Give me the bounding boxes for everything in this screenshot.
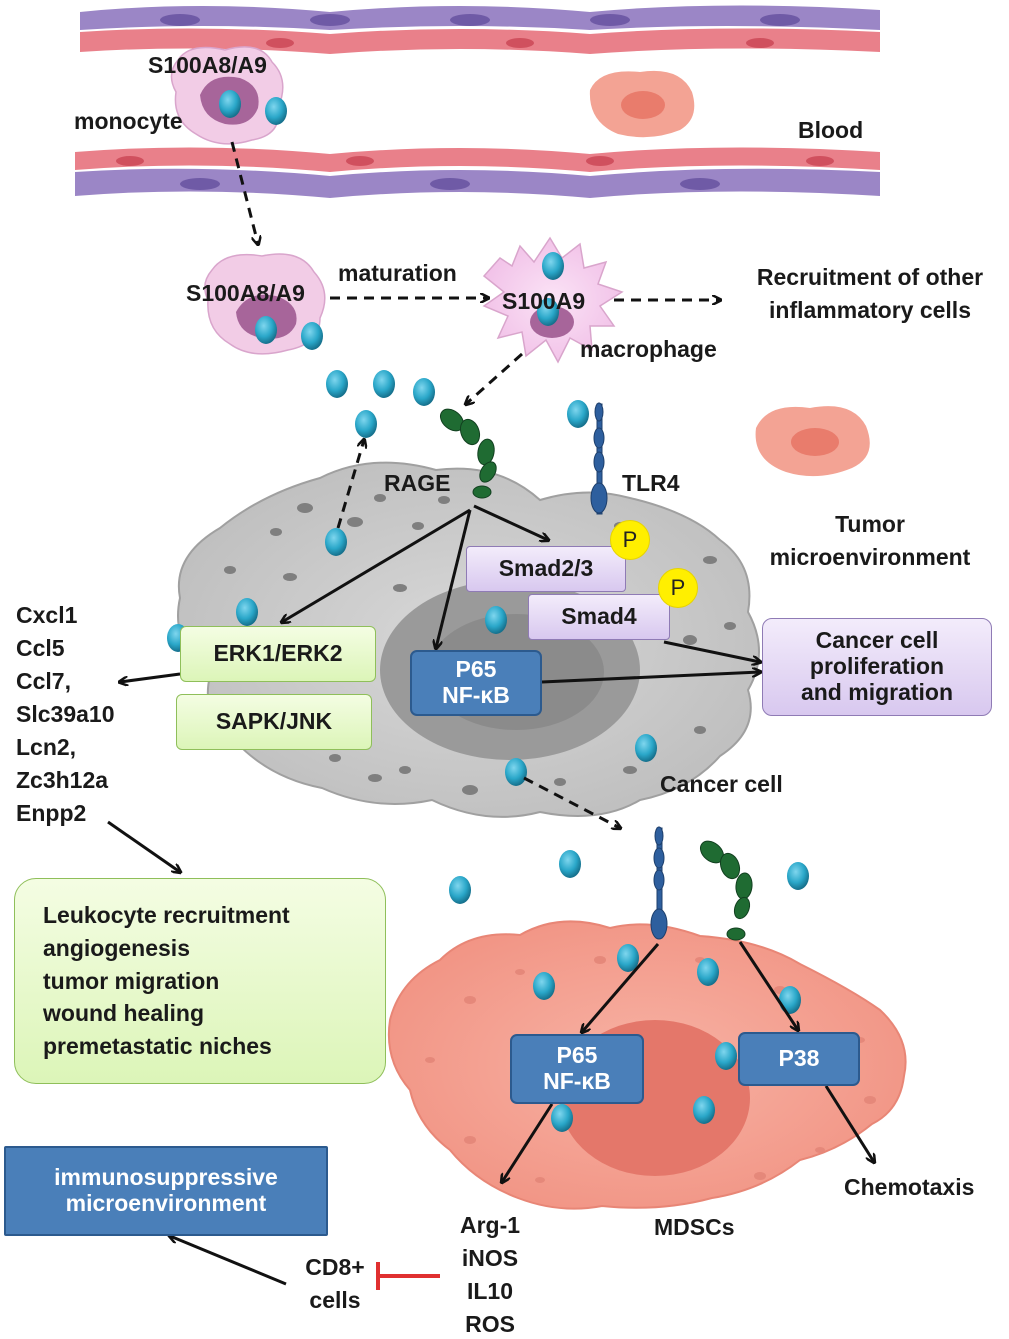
effect-item: Leukocyte recruitment: [43, 902, 290, 929]
smad4-label: Smad4: [561, 603, 637, 630]
arrow-erk-to-genes: [120, 672, 181, 682]
cd8-label-line2: cells: [309, 1287, 361, 1313]
tlr4-receptor-cancer: [590, 402, 608, 515]
smad4-box: Smad4: [528, 594, 670, 640]
maturation-label: maturation: [338, 260, 457, 286]
blood-label: Blood: [798, 117, 864, 143]
cancer-cell-label: Cancer cell: [660, 771, 783, 797]
phospho-label: P: [670, 575, 686, 600]
arrow-p65-to-prolif: [541, 672, 760, 684]
blood-vessel-top-wall: [80, 5, 880, 54]
arrow-p38-to-chemotaxis: [824, 1085, 874, 1162]
arrow-rage-to-p38: [738, 941, 798, 1030]
tlr4-label: TLR4: [622, 470, 680, 496]
gene-item: Ccl7,: [16, 668, 71, 694]
smad23-label: Smad2/3: [498, 555, 594, 582]
red-blood-cell-tme: [755, 406, 870, 477]
gene-item: Lcn2,: [16, 734, 77, 760]
phospho-label: P: [622, 527, 638, 552]
p38-label: P38: [778, 1045, 820, 1072]
s100a8a9-tissue-label: S100A8/A9: [186, 280, 305, 306]
arrow-cd8-to-immuno: [170, 1236, 287, 1286]
cancer-prolif-line2: proliferation: [809, 653, 945, 680]
mdsc-cell: [387, 920, 907, 1210]
recruitment-label-line2: inflammatory cells: [769, 297, 971, 323]
arrow-monocyte-extravasation: [230, 141, 258, 244]
smad23-box: Smad2/3: [466, 546, 626, 592]
rage-label: RAGE: [384, 470, 451, 496]
gene-item: Enpp2: [16, 800, 87, 826]
arrows: [107, 141, 874, 1286]
erk-label: ERK1/ERK2: [213, 640, 343, 667]
s100-proteins: [167, 90, 809, 1132]
nfkb-label: NF-κB: [442, 682, 510, 708]
tumor-microenvironment-line1: Tumor: [835, 511, 905, 537]
cancer-proliferation-box: Cancer cell proliferation and migration: [762, 618, 992, 716]
p65-label: P65: [556, 1042, 598, 1069]
monocyte-label: monocyte: [74, 108, 183, 134]
arrow-tlr4-to-p65-mdsc: [582, 943, 660, 1032]
gene-item: Slc39a10: [16, 701, 115, 727]
cancer-prolif-line3: and migration: [800, 678, 954, 705]
arrow-rage-to-p65: [436, 509, 472, 648]
macrophage-label: macrophage: [580, 336, 717, 362]
effect-item: angiogenesis: [43, 935, 190, 962]
gene-item: Zc3h12a: [16, 767, 109, 793]
mdsc-product: IL10: [466, 1278, 514, 1304]
effect-item: wound healing: [43, 1000, 204, 1027]
immuno-line2: microenvironment: [65, 1190, 267, 1216]
arrow-cancer-to-mdsc: [523, 776, 620, 828]
red-blood-cell-blood: [589, 70, 695, 138]
rage-receptor-mdsc: [699, 840, 753, 941]
tlr4-receptor-mdsc: [650, 826, 668, 940]
cd8-label-line1: CD8+: [305, 1254, 365, 1280]
phospho-badge-smad23: P: [610, 520, 650, 560]
mdsc-product: iNOS: [461, 1245, 519, 1271]
p38-box: P38: [738, 1032, 860, 1086]
recruitment-label-line1: Recruitment of other: [756, 264, 984, 290]
mdsc-product: Arg-1: [459, 1212, 521, 1238]
tumor-microenvironment-line2: microenvironment: [769, 544, 971, 570]
nfkb-label: NF-κB: [543, 1068, 611, 1094]
s100a8a9-monocyte-label: S100A8/A9: [148, 52, 267, 78]
blood-vessel-bottom-wall: [75, 147, 880, 198]
mdsc-product: ROS: [465, 1311, 515, 1337]
inhibition-arrow: [376, 1262, 440, 1290]
p65-nfkb-cancer-box: P65 NF-κB: [410, 650, 542, 716]
arrow-rage-to-erk: [282, 508, 471, 622]
cancer-prolif-line1: Cancer cell: [815, 627, 939, 654]
rage-receptor-cancer: [439, 408, 497, 499]
effect-item: tumor migration: [43, 967, 220, 994]
immunosuppressive-box: immunosuppressive microenvironment: [4, 1146, 328, 1236]
mdscs-label: MDSCs: [654, 1214, 735, 1240]
gene-item: Cxcl1: [16, 602, 78, 628]
arrow-macrophage-to-rage: [466, 352, 523, 404]
gene-item: Ccl5: [16, 635, 65, 661]
immuno-line1: immunosuppressive: [54, 1164, 278, 1191]
s100a9-label: S100A9: [502, 288, 586, 314]
arrow-secretion: [336, 440, 364, 529]
erk-box: ERK1/ERK2: [180, 626, 376, 682]
phospho-badge-smad4: P: [658, 568, 698, 608]
effects-box: Leukocyte recruitment angiogenesis tumor…: [14, 878, 386, 1084]
sapk-jnk-label: SAPK/JNK: [215, 708, 333, 735]
p65-nfkb-mdsc-box: P65 NF-κB: [510, 1034, 644, 1104]
arrow-genes-to-effects: [107, 820, 180, 872]
effect-item: premetastatic niches: [43, 1032, 272, 1059]
p65-label: P65: [455, 656, 497, 683]
arrow-rage-to-smad: [473, 504, 548, 540]
arrow-smad4-to-prolif: [663, 640, 760, 662]
sapk-jnk-box: SAPK/JNK: [176, 694, 372, 750]
arrow-p65-to-products: [502, 1103, 554, 1182]
chemotaxis-label: Chemotaxis: [844, 1174, 975, 1200]
